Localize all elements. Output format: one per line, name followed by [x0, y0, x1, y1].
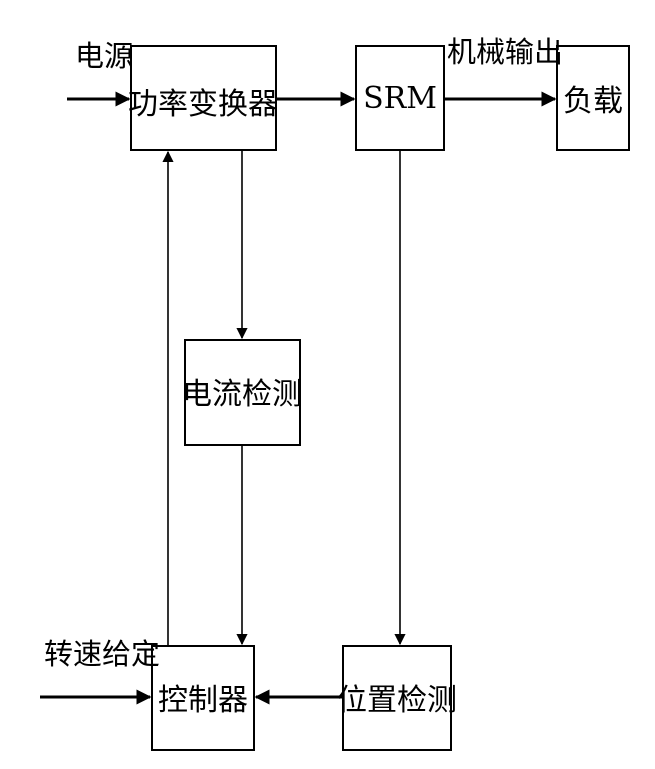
power-converter-block: 功率变换器: [128, 45, 278, 151]
current-detection-label: 电流检测: [182, 377, 302, 412]
load-label: 负载: [563, 84, 623, 119]
current-detection-block: 电流检测: [182, 339, 302, 446]
controller-block: 控制器: [151, 645, 255, 751]
srm-label: SRM: [363, 81, 437, 116]
position-detection-block: 位置检测: [337, 645, 457, 751]
position-detection-label: 位置检测: [337, 683, 457, 718]
load-block: 负载: [556, 45, 630, 151]
power-source-label: 电源: [75, 39, 133, 73]
mechanical-output-label: 机械输出: [447, 35, 563, 69]
controller-label: 控制器: [158, 683, 248, 718]
speed-reference-label: 转速给定: [44, 637, 160, 671]
power-converter-label: 功率变换器: [128, 87, 278, 122]
srm-block: SRM: [355, 45, 445, 151]
